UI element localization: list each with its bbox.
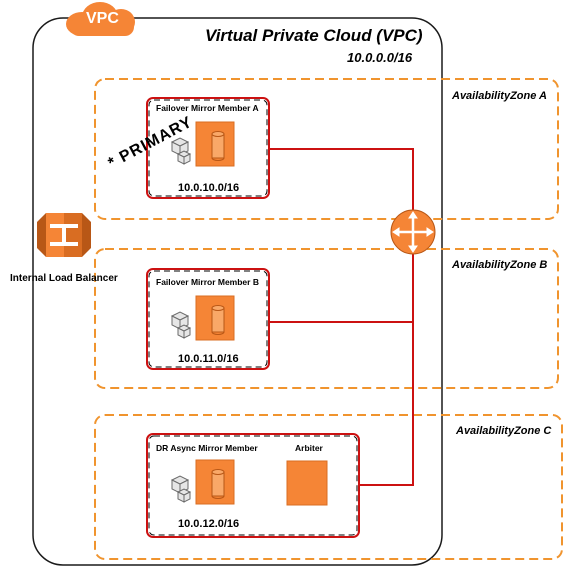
zone-c-label: AvailabilityZone C — [456, 425, 552, 437]
zone-a-label: AvailabilityZone A — [452, 90, 547, 102]
member-c-cidr: 10.0.12.0/16 — [178, 518, 240, 530]
member-c-box-inner — [148, 435, 358, 536]
member-b-cidr: 10.0.11.0/16 — [178, 353, 239, 365]
arbiter-label: Arbiter — [295, 443, 323, 453]
arbiter-instance-icon — [286, 460, 328, 506]
member-a-cidr: 10.0.10.0/16 — [178, 182, 240, 194]
member-b-title: Failover Mirror Member B — [156, 277, 259, 287]
elb-icon — [37, 213, 91, 257]
vpc-tag: VPC — [86, 10, 119, 27]
zone-b-label: AvailabilityZone B — [452, 259, 548, 271]
availability-zone-a — [94, 78, 559, 220]
member-a-box-inner — [148, 99, 268, 197]
member-a-title: Failover Mirror Member A — [156, 103, 259, 113]
member-c-title: DR Async Mirror Member — [156, 443, 258, 453]
availability-zone-b — [94, 248, 559, 389]
member-b-box-inner — [148, 270, 268, 368]
vpc-boundary — [32, 17, 443, 566]
router-icon — [390, 209, 436, 255]
vpc-cidr: 10.0.0.0/16 — [347, 50, 413, 65]
network-links — [269, 148, 414, 486]
load-balancer-label: Internal Load Balancer — [10, 273, 118, 284]
availability-zone-c — [94, 414, 563, 560]
vpc-cloud-icon — [66, 2, 135, 36]
vpc-title: Virtual Private Cloud (VPC) — [205, 26, 423, 45]
